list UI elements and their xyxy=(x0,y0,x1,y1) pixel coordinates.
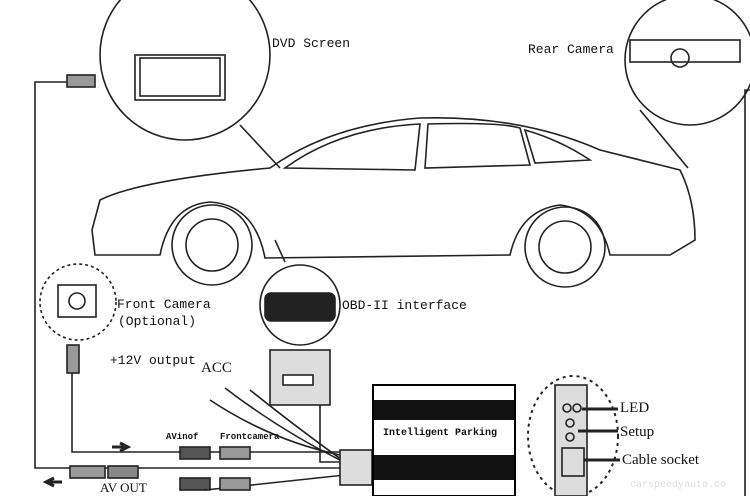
obd-callout xyxy=(259,264,341,346)
cable-av-out xyxy=(34,81,345,469)
front-wheel xyxy=(171,204,253,286)
rear-wheel xyxy=(524,206,606,288)
obd-interface-label: OBD-II interface xyxy=(342,298,467,313)
front-camera-optional-label: (Optional) xyxy=(118,314,197,329)
rear-camera-callout xyxy=(624,0,750,126)
module-label: Intelligent Parking xyxy=(383,428,498,439)
car-windows xyxy=(282,122,593,171)
dvd-screen-label: DVD Screen xyxy=(272,36,351,51)
front-camera-callout xyxy=(39,263,117,341)
av-in-label: AVinof xyxy=(166,432,199,442)
watermark: carspeedyauto.co xyxy=(630,480,727,491)
av-out-label: AV OUT xyxy=(100,480,147,495)
cable-front-camera xyxy=(71,345,345,453)
acc-label: ACC xyxy=(201,360,232,376)
panel-callout xyxy=(527,375,619,496)
car-body xyxy=(91,116,696,259)
dvd-screen-callout xyxy=(99,0,271,141)
obd-plug xyxy=(269,349,331,406)
front-camera-label: Front Camera xyxy=(117,297,211,312)
front-camera-plug-label: Frontcamera xyxy=(220,432,280,442)
rear-camera-label: Rear Camera xyxy=(528,42,614,57)
led-label: LED xyxy=(620,400,650,416)
power-output-label: +12V output xyxy=(110,353,196,368)
cable-socket-label: Cable socket xyxy=(622,452,700,468)
setup-label: Setup xyxy=(620,424,655,440)
